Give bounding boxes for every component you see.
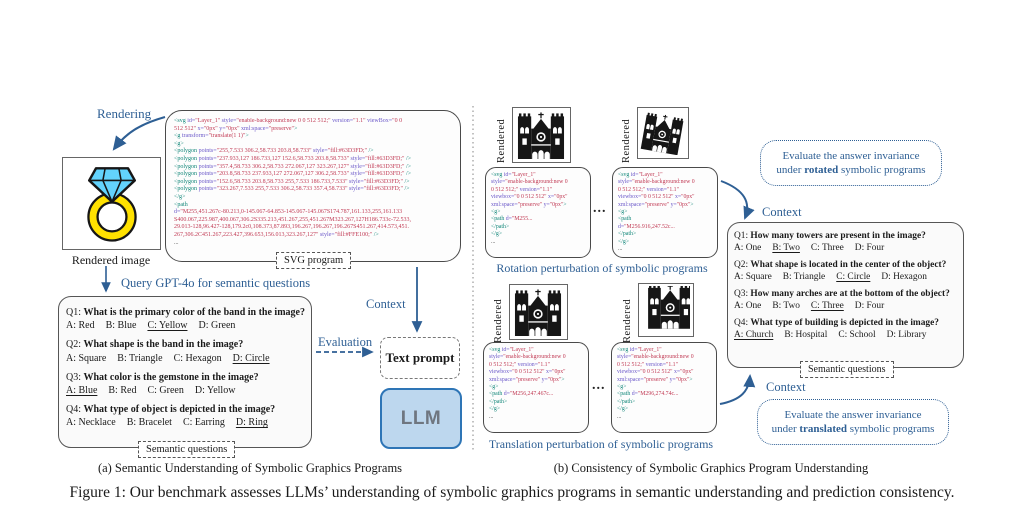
cathedral-image-rotated: [637, 107, 689, 159]
question-block: Q4: What type of object is depicted in t…: [66, 404, 276, 429]
semantic-questions-box-a: Q1: What is the primary color of the ban…: [58, 296, 312, 448]
ellipsis-translation: ...: [592, 378, 606, 393]
ring-image: [86, 166, 137, 242]
question-block: Q3: How many arches are at the bottom of…: [734, 288, 950, 312]
cathedral-image-3: [509, 284, 568, 340]
context-label-rotated: Context: [762, 205, 802, 219]
context-label-a: Context: [366, 297, 406, 311]
svg-code-box-rotation-2: <svg id="Layer_1"style="enable-backgroun…: [612, 167, 718, 258]
ellipsis-rotation: ...: [593, 201, 607, 216]
svg-code-box-translation-1: <svg id="Layer_1"style="enable-backgroun…: [483, 342, 589, 433]
context-arrow-rotated: [720, 180, 755, 220]
rendered-label-3: Rendered: [493, 298, 504, 343]
cathedral-image-translated: [638, 281, 694, 337]
translation-perturbation-label: Translation perturbation of symbolic pro…: [488, 437, 714, 451]
svg-program-code: <svg id="Layer_1" style="enable-backgrou…: [174, 118, 412, 246]
cathedral-icon-rotated: [639, 109, 686, 156]
evaluate-translated-line1: Evaluate the answer invariance: [784, 409, 922, 421]
svg-code-rotation-1: <svg id="Layer_1"style="enable-backgroun…: [491, 172, 568, 245]
cathedral-icon: [516, 110, 566, 159]
evaluate-translated-line2: under translated symbolic programs: [771, 423, 935, 435]
llm-box: LLM: [380, 388, 462, 449]
evaluate-rotated-box: Evaluate the answer invariance under rot…: [760, 140, 942, 186]
text-prompt-box: Text prompt: [380, 337, 460, 379]
svg-code-translation-2: <svg id="Layer_1"style="enable-backgroun…: [617, 347, 694, 420]
evaluation-label: Evaluation: [318, 335, 373, 349]
figure-caption: Figure 1: Our benchmark assesses LLMs’ u…: [69, 484, 955, 501]
svg-program-box: <svg id="Layer_1" style="enable-backgrou…: [165, 110, 461, 262]
svg-program-tag: SVG program: [276, 252, 352, 269]
svg-code-translation-1: <svg id="Layer_1"style="enable-backgroun…: [489, 347, 566, 420]
semantic-questions-tag-a: Semantic questions: [138, 441, 236, 458]
rendering-label: Rendering: [97, 106, 152, 121]
question-number: Q1:: [66, 307, 81, 318]
rendered-image-label: Rendered image: [71, 253, 151, 267]
question-block: Q2: What shape is located in the center …: [734, 259, 947, 283]
context-label-translated: Context: [766, 380, 806, 394]
svg-code-box-translation-2: <svg id="Layer_1"style="enable-backgroun…: [611, 342, 717, 433]
rendered-label-2: Rendered: [621, 118, 632, 163]
question-text: What is the primary color of the band in…: [83, 307, 305, 318]
panel-a-caption: (a) Semantic Understanding of Symbolic G…: [97, 461, 403, 475]
cathedral-icon-translated: [646, 281, 694, 329]
panel-b-caption: (b) Consistency of Symbolic Graphics Pro…: [553, 461, 869, 475]
semantic-questions-box-b: Q1: How many towers are present in the i…: [727, 222, 964, 368]
svg-code-box-rotation-1: <svg id="Layer_1"style="enable-backgroun…: [485, 167, 591, 258]
context-arrow-translated: [719, 374, 756, 405]
rendered-label-1: Rendered: [496, 118, 507, 163]
evaluate-translated-box: Evaluate the answer invariance under tra…: [757, 399, 949, 445]
cathedral-image-1: [512, 107, 571, 163]
evaluate-rotated-line1: Evaluate the answer invariance: [782, 150, 920, 162]
svg-code-rotation-2: <svg id="Layer_1"style="enable-backgroun…: [618, 172, 695, 253]
query-gpt4o-label: Query GPT-4o for semantic questions: [121, 276, 311, 290]
evaluate-rotated-line2: under rotated symbolic programs: [776, 164, 926, 176]
cathedral-icon: [513, 287, 563, 336]
question-block: Q1: How many towers are present in the i…: [734, 231, 926, 254]
rotation-perturbation-label: Rotation perturbation of symbolic progra…: [496, 261, 708, 275]
question-block: Q1: What is the primary color of the ban…: [66, 306, 305, 332]
rendered-label-4: Rendered: [622, 298, 633, 343]
question-block: Q4: What type of building is depicted in…: [734, 317, 939, 340]
text-prompt-label: Text prompt: [385, 350, 455, 365]
semantic-questions-tag-b: Semantic questions: [800, 361, 894, 378]
question-block: Q3: What color is the gemstone in the im…: [66, 371, 259, 397]
question-block: Q2: What shape is the band in the image?…: [66, 339, 270, 364]
llm-label: LLM: [400, 407, 442, 429]
rendered-ring-frame: [62, 157, 161, 250]
